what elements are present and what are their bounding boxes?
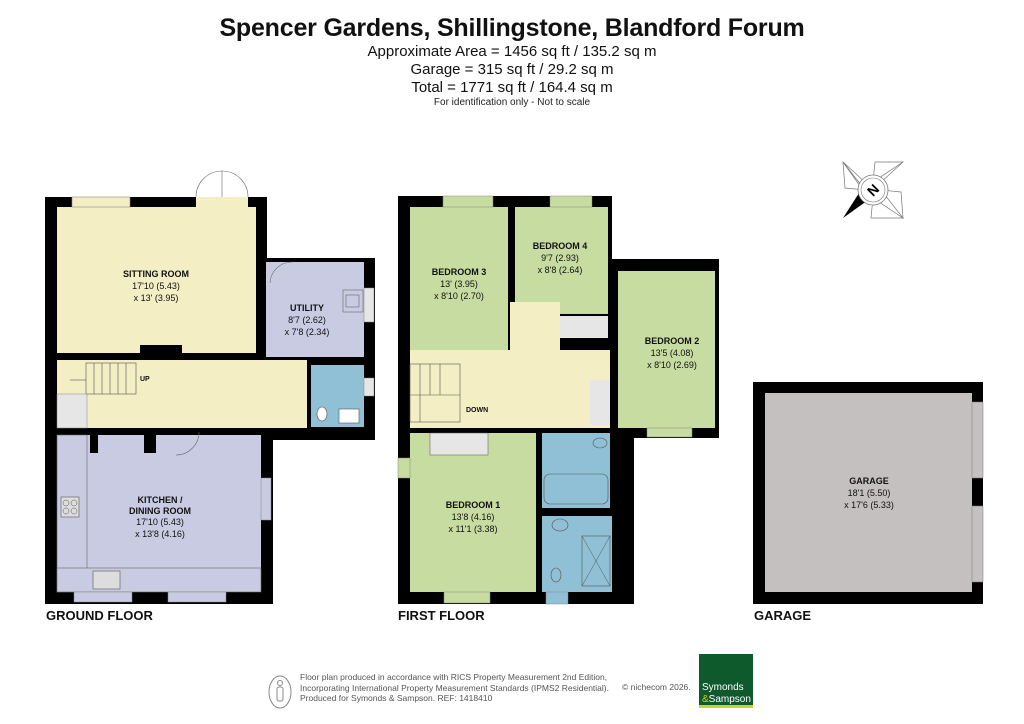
total-area: Total = 1771 sq ft / 164.4 sq m (411, 79, 613, 96)
sitting-room-dim2: x 13' (3.95) (134, 293, 179, 303)
sitting-room-dim1: 17'10 (5.43) (132, 281, 180, 291)
bedroom-3-dim2: x 8'10 (2.70) (434, 291, 484, 301)
garage-name: GARAGE (849, 476, 889, 486)
person-icon (268, 675, 292, 709)
bedroom-2-dim1: 13'5 (4.08) (651, 348, 694, 358)
garage-plan: GARAGE 18'1 (5.50) x 17'6 (5.33) (753, 382, 984, 604)
room-bedroom-3 (410, 207, 508, 357)
bedroom-2-name: BEDROOM 2 (645, 336, 700, 346)
bedroom-4-dim1: 9'7 (2.93) (541, 253, 579, 263)
stairs-down-label: DOWN (466, 407, 488, 414)
bedroom-1-name: BEDROOM 1 (446, 500, 501, 510)
garage-label: GARAGE (754, 608, 812, 623)
kitchen-dim2: x 13'8 (4.16) (135, 529, 185, 539)
kitchen-name: KITCHEN / (138, 495, 183, 505)
footer-disclaimer: Floor plan produced in accordance with R… (300, 672, 609, 704)
ground-floor-plan: UP SITTING ROOM 17'10 (5.43) x 13' (3.95… (45, 170, 375, 604)
bedroom-3-name: BEDROOM 3 (432, 267, 487, 277)
room-bedroom-2 (618, 271, 715, 428)
kitchen-name2: DINING ROOM (129, 506, 191, 516)
bedroom-1-dim2: x 11'1 (3.38) (448, 524, 497, 534)
footer-line-2: Incorporating International Property Mea… (300, 682, 609, 693)
bedroom-4-dim2: x 8'8 (2.64) (538, 265, 583, 275)
first-floor-label: FIRST FLOOR (398, 608, 485, 623)
utility-dim1: 8'7 (2.62) (288, 315, 326, 325)
room-bedroom-4 (515, 207, 608, 314)
room-landing (410, 350, 610, 428)
room-sitting-room (57, 207, 256, 353)
utility-dim2: x 7'8 (2.34) (285, 327, 330, 337)
room-garage (765, 393, 972, 592)
scale-note: For identification only - Not to scale (433, 97, 591, 108)
copyright: © nichecom 2026. (622, 682, 691, 692)
stairs-up-label: UP (140, 376, 150, 383)
logo-line-2: &Sampson (702, 694, 751, 705)
garage-dim2: x 17'6 (5.33) (844, 500, 894, 510)
bedroom-2-dim2: x 8'10 (2.69) (647, 360, 697, 370)
approximate-area: Approximate Area = 1456 sq ft / 135.2 sq… (367, 43, 657, 60)
compass-north-icon: N (842, 160, 905, 220)
garage-dim1: 18'1 (5.50) (848, 488, 891, 498)
plan-title: Spencer Gardens, Shillingstone, Blandfor… (219, 14, 805, 42)
symonds-sampson-logo: Symonds &Sampson (699, 654, 753, 708)
footer-line-3: Produced for Symonds & Sampson. REF: 141… (300, 693, 493, 703)
ground-floor-label: GROUND FLOOR (46, 608, 153, 623)
bedroom-1-dim1: 13'8 (4.16) (452, 512, 495, 522)
utility-name: UTILITY (290, 303, 324, 313)
first-floor-plan: DOWN BEDROOM 3 13' (3.95) x 8'10 (2.70) … (397, 195, 719, 605)
kitchen-dim1: 17'10 (5.43) (136, 517, 184, 527)
sitting-room-name: SITTING ROOM (123, 269, 189, 279)
bedroom-3-dim1: 13' (3.95) (440, 279, 478, 289)
room-kitchen-dining (57, 435, 261, 592)
room-bedroom-1 (410, 433, 536, 592)
footer-line-1: Floor plan produced in accordance with R… (300, 672, 608, 682)
logo-line-1: Symonds (702, 682, 744, 693)
garage-area: Garage = 315 sq ft / 29.2 sq m (410, 61, 614, 78)
bedroom-4-name: BEDROOM 4 (533, 241, 588, 251)
